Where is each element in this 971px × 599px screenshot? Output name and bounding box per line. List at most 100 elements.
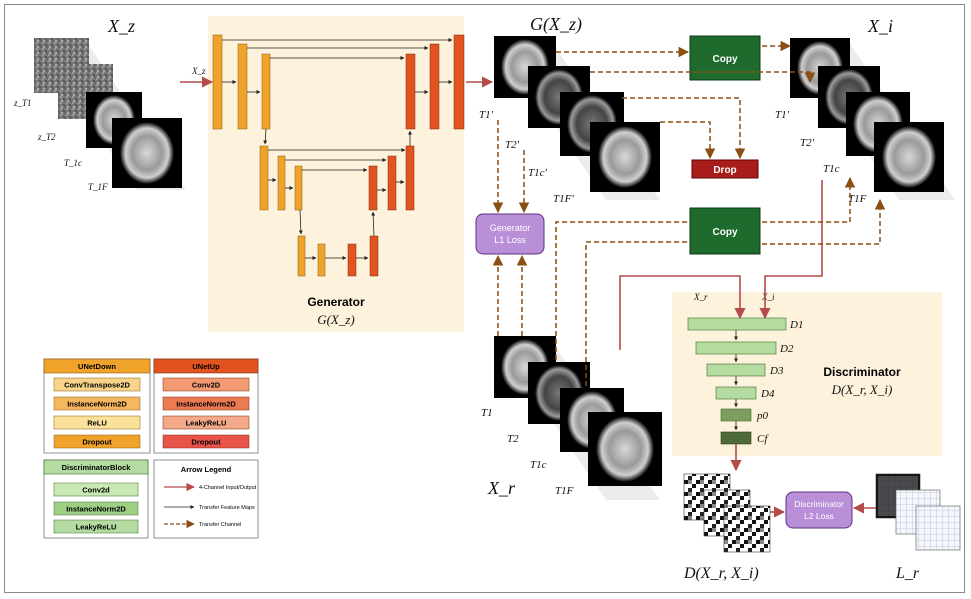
copy-box-top: Copy [689,35,761,81]
disc-label-d3: D3 [769,365,784,377]
disc-layer-d4 [715,386,757,400]
copy-box-mid-label: Copy [713,227,738,238]
input-label-t1f: T_1F [88,182,108,192]
real-stack: T1 T2 T1c T1F X_r [481,336,662,500]
disc-label-d2: D2 [779,343,794,355]
generated-stack: G(X_z) T1' T2' T1c' T1F' [479,14,660,205]
disc-loss-line2: L2 Loss [804,511,834,521]
legend: UNetDown ConvTranspose2D InstanceNorm2D … [43,358,259,539]
legend-unetup-item-1: InstanceNorm2D [176,400,236,409]
legend-disc-item-2: LeakyReLU [76,523,117,532]
copy-box-mid: Copy [689,207,761,255]
merged-label-t1: T1' [775,109,790,121]
unet-up-blocks [347,34,465,277]
figure-frame [4,4,965,593]
generated-title: G(X_z) [530,14,582,35]
discriminator-loss-box: Discriminator L2 Loss [785,491,853,529]
legend-unetdown-item-0: ConvTranspose2D [64,381,130,390]
generator-panel [208,16,464,332]
unet-up-block [429,43,440,130]
generator-loss-line1: Generator [490,223,531,233]
unet-down-blocks [212,34,326,277]
lr-stack [875,473,961,551]
merged-label-t1f: T1F [848,193,867,205]
unet-down-block [317,243,326,277]
legend-unetdown-item-2: ReLU [87,419,107,428]
generator-loss-line2: L1 Loss [494,235,526,245]
discriminator-subtitle: D(X_r, X_i) [831,382,893,397]
unet-up-block [368,165,378,211]
unet-up-block [453,34,465,130]
disc-input-xr: X_r [693,292,708,302]
copy-box-top-label: Copy [713,54,738,65]
real-title: X_r [487,478,516,498]
disc-label-d1: D1 [789,319,803,331]
disc-layer-cf [720,431,752,445]
input-label-t1c: T_1c [64,158,82,168]
generator-input-label: X_z [191,66,206,76]
generator-title: Generator [307,295,365,309]
legend-unetup-item-3: Dropout [191,438,221,447]
merged-stack: X_i T1' T2' T1c T1F [775,16,955,205]
d-output-label: D(X_r, X_i) [683,565,759,582]
transfer-arrows [492,40,886,386]
lr-label: L_r [895,565,920,582]
input-label-zt1: z_T1 [13,98,32,108]
disc-loss-line1: Discriminator [794,499,844,509]
unet-up-block [347,243,357,277]
legend-arrow-feature: Transfer Feature Maps [199,505,255,511]
disc-layer-d1 [687,317,787,331]
drop-box-label: Drop [713,165,736,176]
generated-label-t1: T1' [479,109,494,121]
input-stack: X_z z_T1 z_T2 T_1c T_1F [13,16,186,192]
feature-map-arrows [222,38,453,260]
unet-down-block [259,145,269,211]
real-label-t2: T2 [507,433,519,445]
merged-label-t1c: T1c [823,163,840,175]
unet-down-block [261,53,271,130]
legend-arrow-title: Arrow Legend [181,465,232,474]
io-arrows [466,76,876,518]
input-label-zt2: z_T2 [37,132,56,142]
legend-arrow-channel: Transfer Channel [199,522,241,528]
legend-arrow-io: 4-Channel Input/Output [199,485,257,491]
disc-label-p0: p0 [756,410,769,422]
legend-disc-item-1: InstanceNorm2D [66,505,126,514]
merged-title: X_i [867,16,893,36]
real-label-t1f: T1F [555,485,574,497]
unet-down-block [277,155,286,211]
generator-loss-box: Generator L1 Loss [475,213,545,255]
unet-up-block [405,145,415,211]
legend-unetup-title: UNetUp [192,362,220,371]
real-label-t1c: T1c [530,459,547,471]
disc-layer-p0 [720,408,752,422]
unet-up-block [387,155,397,211]
unet-up-block [369,235,379,277]
generated-label-t1c: T1c' [528,167,548,179]
discriminator-title: Discriminator [823,365,901,379]
disc-label-d4: D4 [760,388,775,400]
d-output-stack [683,473,771,553]
merged-label-t2: T2' [800,137,815,149]
legend-unetdown-item-3: Dropout [82,438,112,447]
generator-subtitle: G(X_z) [317,312,355,327]
legend-unetup-item-2: LeakyReLU [186,419,227,428]
legend-unetup-item-0: Conv2D [192,381,221,390]
unet-down-block [294,165,303,211]
generated-label-t1f: T1F' [553,193,574,205]
disc-layer-d2 [695,341,777,355]
disc-layer-d3 [706,363,766,377]
generated-label-t2: T2' [505,139,520,151]
legend-disc-title: DiscriminatorBlock [62,463,132,472]
unet-down-block [237,43,248,130]
drop-box: Drop [691,159,759,179]
discriminator-layers [687,317,787,445]
real-label-t1: T1 [481,407,493,419]
unet-down-block [297,235,306,277]
unet-down-block [212,34,223,130]
legend-unetdown-item-1: InstanceNorm2D [67,400,127,409]
disc-label-cf: Cf [757,433,769,445]
unet-up-block [405,53,416,130]
input-title: X_z [107,16,135,36]
